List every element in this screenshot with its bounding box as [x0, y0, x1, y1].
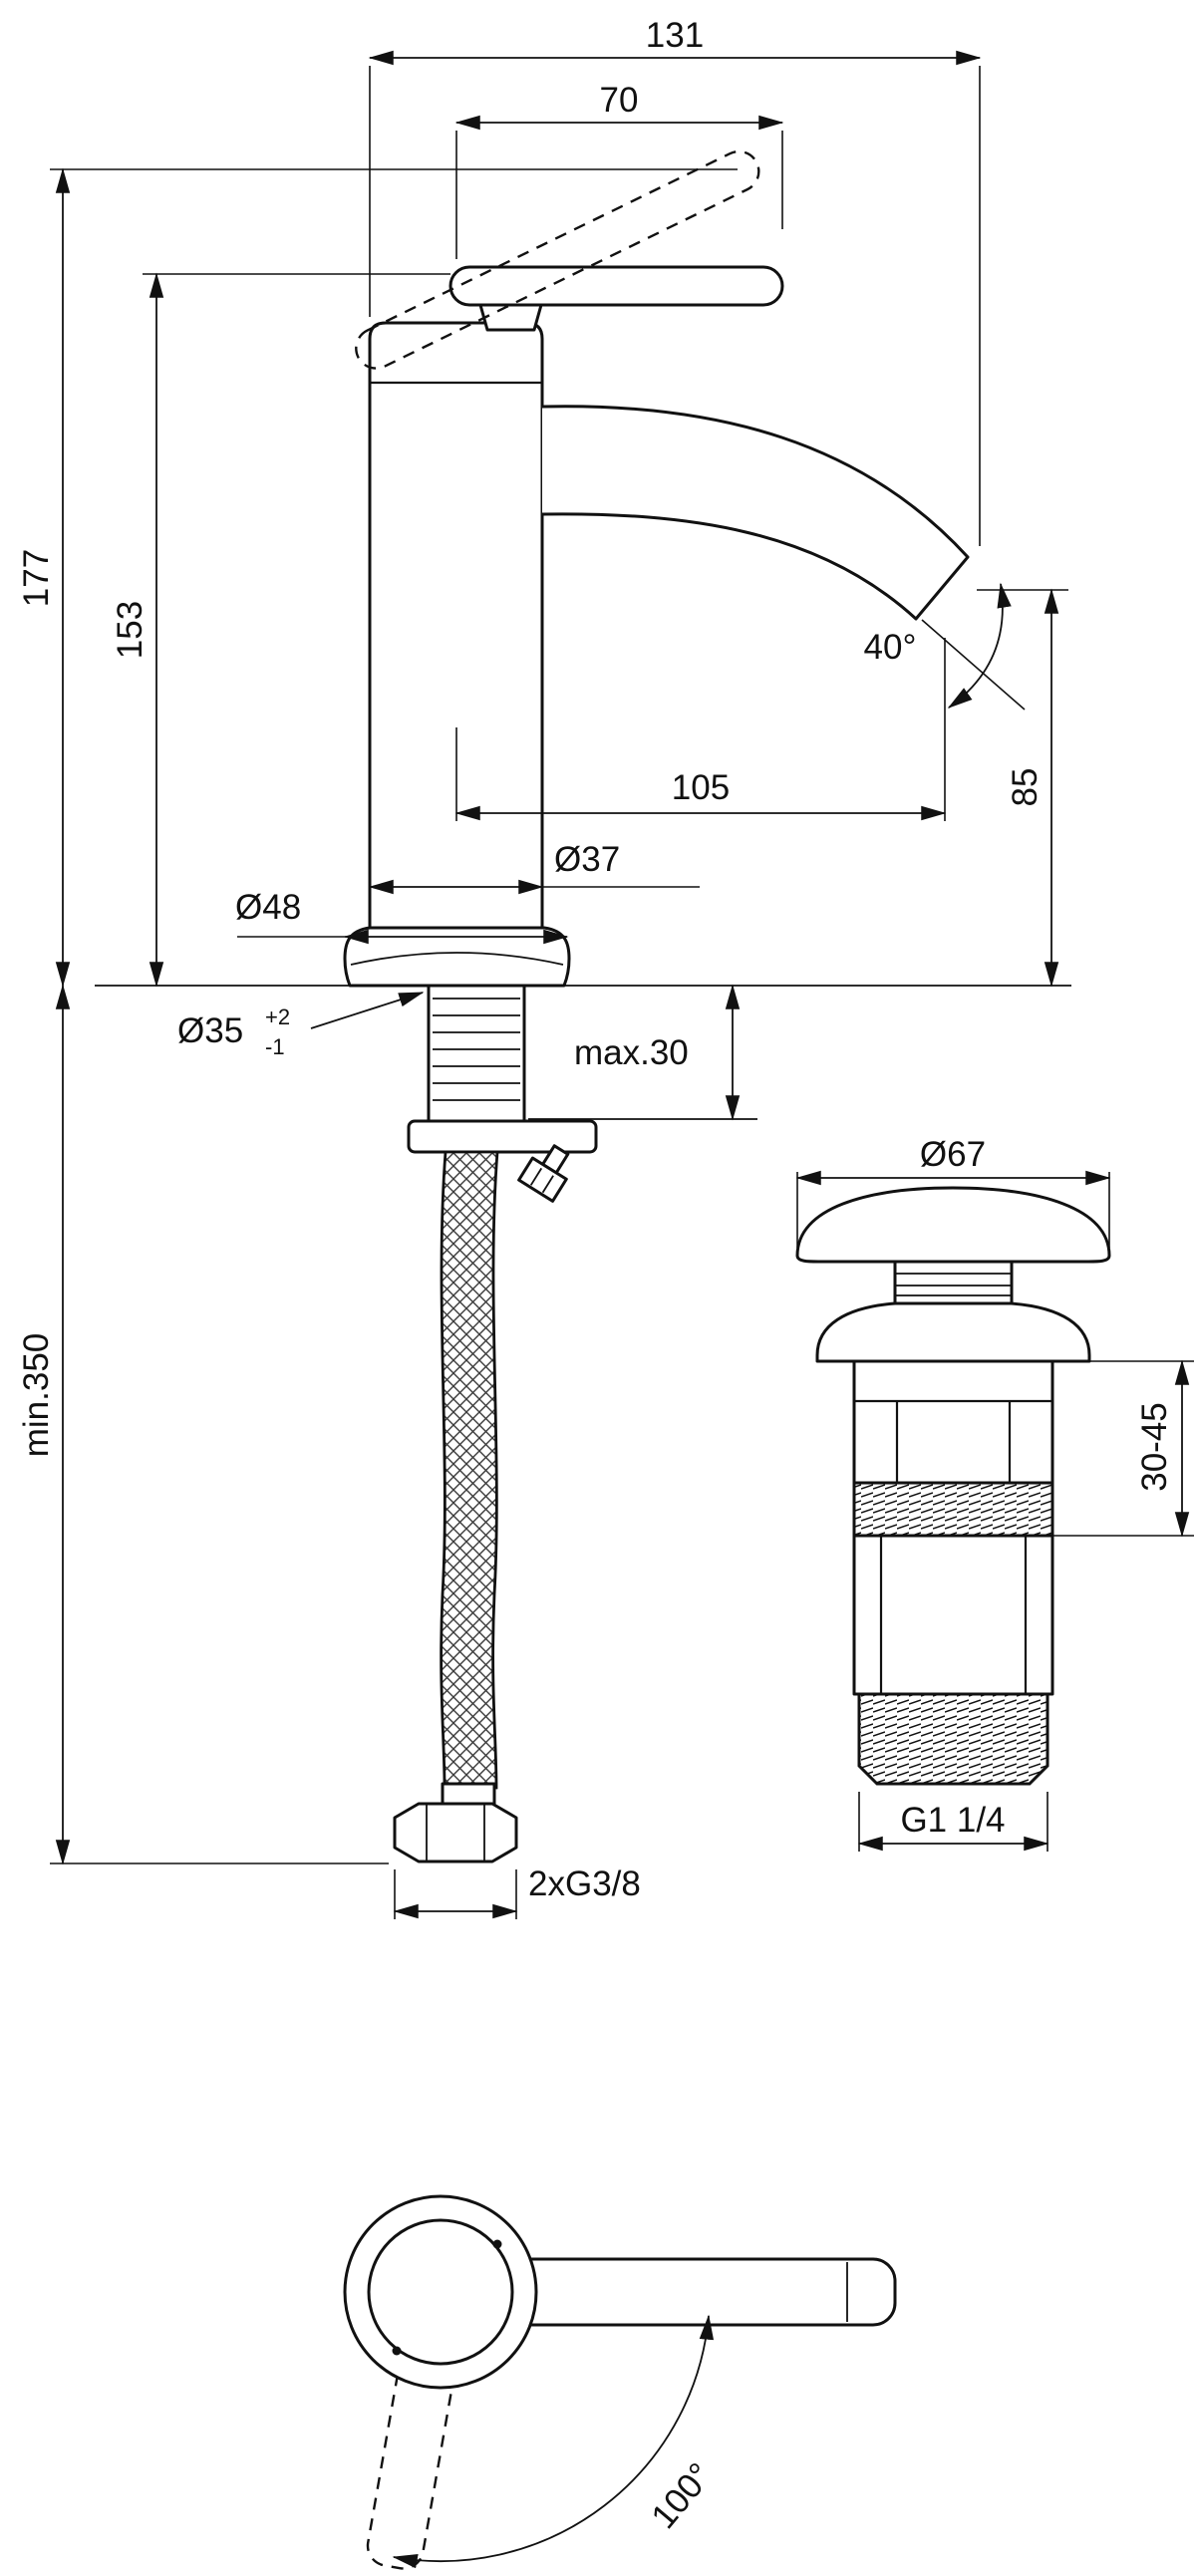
swivel-arc — [392, 2314, 715, 2569]
dim-spout-height: 85 — [977, 588, 1068, 988]
dim-waste-mounting-range: 30-45 — [1052, 1359, 1194, 1538]
faucet-top-view: 100° — [343, 2194, 897, 2570]
dim-height-body-label: 153 — [111, 601, 150, 659]
dim-base-diameter: Ø48 — [235, 888, 569, 945]
lever-handle — [448, 265, 784, 307]
dim-lever-projection: 70 — [454, 81, 784, 259]
dim-supply-connection: 2xG3/8 — [393, 1864, 641, 1919]
waste-upper-thread — [852, 1481, 1054, 1538]
dim-spout-reach-label: 105 — [672, 768, 730, 807]
flange-curve-line — [350, 952, 564, 966]
faucet-side-view — [343, 149, 970, 988]
dim-spout-height-label: 85 — [1006, 768, 1045, 807]
handle-top-view — [496, 2257, 897, 2327]
braided-hose — [440, 1150, 499, 1790]
supply-hose — [393, 1150, 518, 1863]
dim-supply-connection-label: 2xG3/8 — [528, 1864, 641, 1903]
dim-hole-diameter: Ø35 +2 -1 — [177, 992, 425, 1059]
dim-overall-depth-label: 131 — [646, 16, 704, 55]
dim-height-total-label: 177 — [17, 549, 56, 607]
dim-body-diameter: Ø37 — [368, 840, 700, 895]
dimensions: 131 70 177 153 40° — [17, 16, 1194, 1919]
dim-hose-length-label: min.350 — [17, 1333, 56, 1458]
mounting-hardware — [407, 984, 598, 1203]
dim-body-diameter-label: Ø37 — [554, 840, 620, 879]
waste-drain-side-view — [795, 1186, 1111, 1786]
dim-hole-diameter-label: Ø35 — [177, 1011, 243, 1050]
waste-stem — [893, 1260, 1014, 1305]
dim-swivel-angle-label: 100° — [644, 2455, 720, 2536]
dim-height-total: 177 — [17, 167, 738, 988]
dim-spout-angle: 40° — [864, 582, 1026, 711]
body-top-view-inner — [367, 2218, 514, 2366]
dim-base-diameter-label: Ø48 — [235, 888, 301, 927]
spout-outline — [540, 405, 970, 621]
dim-hole-tolerance-plus: +2 — [265, 1004, 290, 1029]
faucet-body — [368, 321, 544, 930]
dim-height-body: 153 — [111, 272, 450, 988]
dim-waste-mounting-range-label: 30-45 — [1135, 1402, 1174, 1492]
threaded-shank — [427, 984, 526, 1123]
dim-hole-tolerance-minus: -1 — [265, 1034, 285, 1059]
lever-pivot-neck — [478, 303, 543, 332]
dim-deck-thickness-label: max.30 — [574, 1033, 689, 1072]
waste-flange — [815, 1301, 1091, 1363]
hose-nut — [393, 1802, 518, 1863]
waste-cap — [795, 1186, 1111, 1264]
waste-hex-body — [852, 1534, 1054, 1696]
spout-fill — [542, 406, 968, 619]
dim-deck-thickness: max.30 — [574, 984, 741, 1121]
lever-raised-position-dashed — [355, 149, 760, 370]
dim-hose-length: min.350 — [17, 984, 389, 1865]
index-dot-1 — [492, 2239, 502, 2249]
mounting-washer — [407, 1119, 598, 1154]
dim-spout-angle-label: 40° — [864, 628, 917, 667]
dim-overall-depth: 131 — [368, 16, 982, 546]
dim-waste-thread: G1 1/4 — [857, 1792, 1049, 1852]
dim-waste-cap-diameter-label: Ø67 — [920, 1135, 986, 1174]
dim-waste-cap-diameter: Ø67 — [795, 1135, 1111, 1248]
dim-spout-reach: 105 — [454, 638, 947, 821]
dim-lever-projection-label: 70 — [600, 81, 639, 120]
shank-thread-lines — [433, 998, 520, 1101]
dim-waste-thread-label: G1 1/4 — [900, 1801, 1005, 1840]
index-dot-2 — [392, 2346, 402, 2356]
fixing-screw — [517, 1144, 570, 1203]
waste-male-thread — [857, 1692, 1049, 1786]
